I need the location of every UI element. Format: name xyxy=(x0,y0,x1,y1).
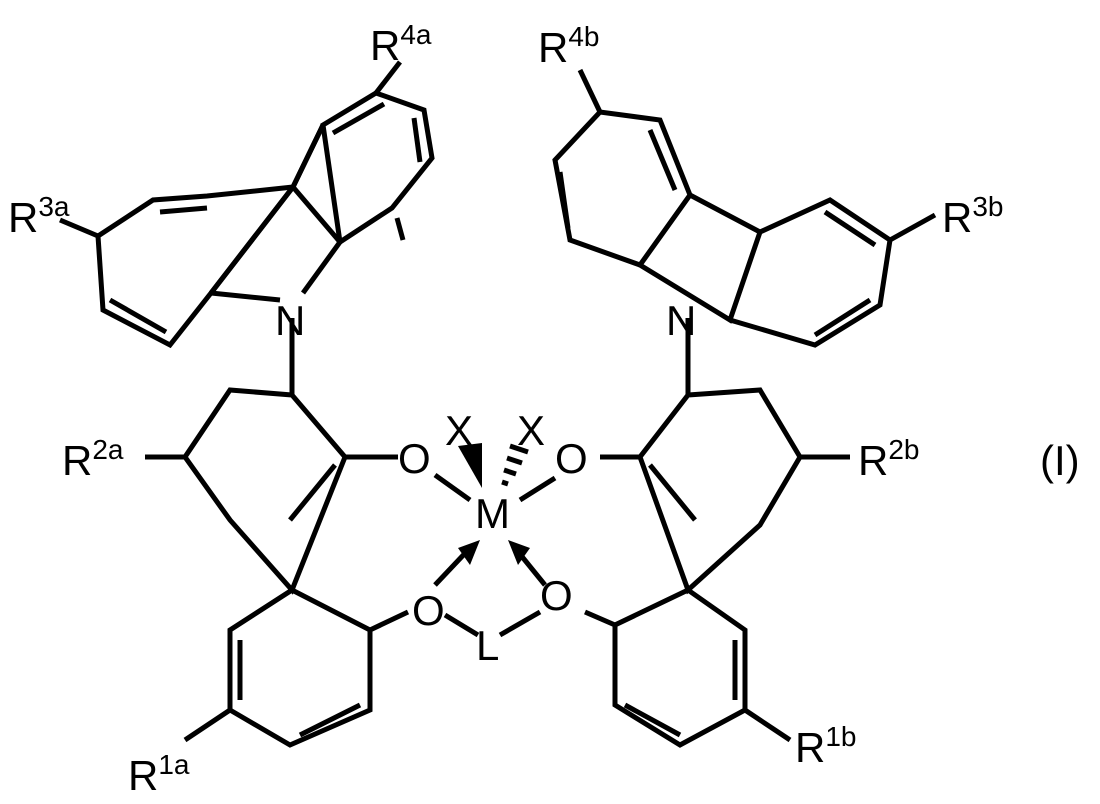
x-label-left: X xyxy=(445,407,473,454)
n-label-right: N xyxy=(666,297,696,344)
r4b-label: R4b xyxy=(538,21,600,71)
n-label-left: N xyxy=(275,297,305,344)
o-label-upper-left: O xyxy=(398,435,431,482)
right-carbazole xyxy=(552,68,937,348)
hash-bond-icon xyxy=(501,443,529,487)
arrow-head-icon xyxy=(458,540,480,565)
substituent-labels: R4a R4b R3a R3b R2a R2b R1a R1b (I) xyxy=(8,19,1080,799)
r1b-label: R1b xyxy=(795,721,857,771)
o-label-upper-right: O xyxy=(555,435,588,482)
o-label-lower-right: O xyxy=(540,572,573,619)
o-label-lower-left: O xyxy=(412,587,445,634)
core-bonds xyxy=(145,318,850,748)
r2a-label: R2a xyxy=(62,434,124,484)
formula-number-label: (I) xyxy=(1040,437,1080,484)
l-label: L xyxy=(476,622,499,669)
r3a-label: R3a xyxy=(8,191,70,241)
r1a-label: R1a xyxy=(128,749,190,799)
r2b-label: R2b xyxy=(858,434,920,484)
metal-bonds xyxy=(433,443,557,638)
r3b-label: R3b xyxy=(942,191,1004,241)
wedge-bond-icon xyxy=(458,443,482,488)
atom-labels: M X X L N N O O O O xyxy=(275,297,696,669)
r4a-label: R4a xyxy=(370,19,432,69)
left-carbazole xyxy=(59,60,435,349)
x-label-right: X xyxy=(517,407,545,454)
metal-label: M xyxy=(475,490,510,537)
arrow-head-icon xyxy=(508,540,530,565)
